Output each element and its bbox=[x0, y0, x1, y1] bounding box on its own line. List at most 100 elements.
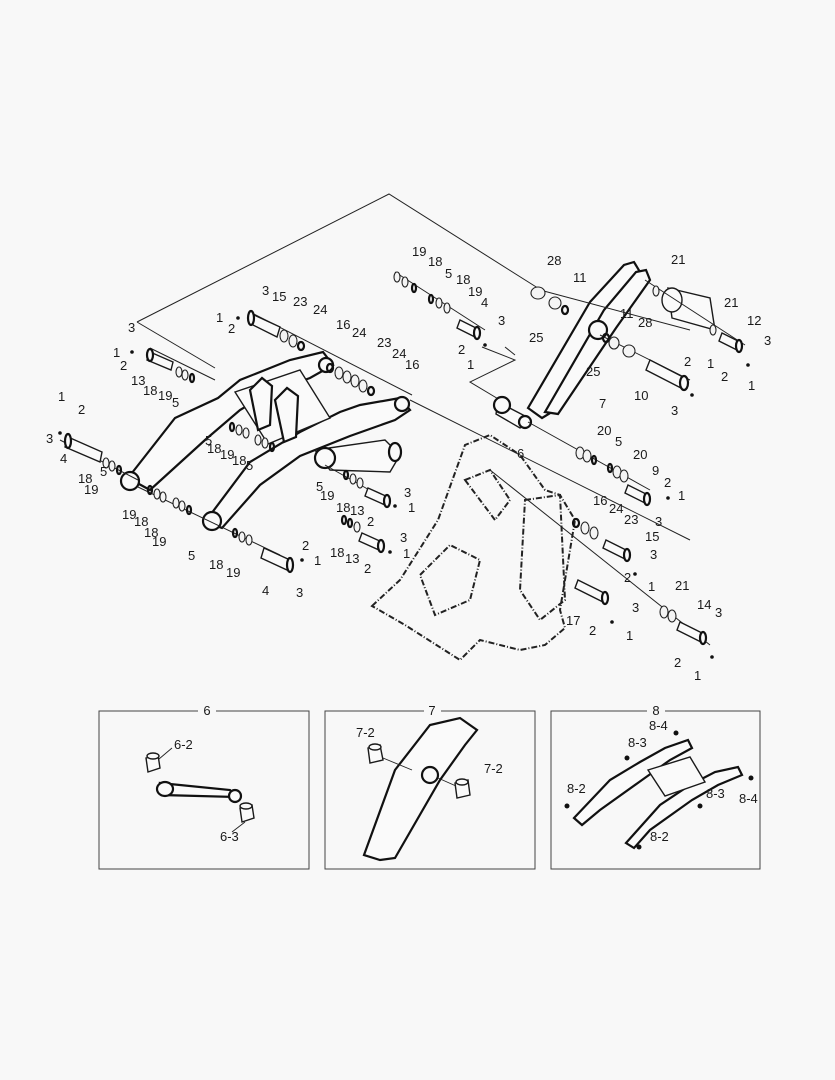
callout-label: 19 bbox=[84, 482, 98, 497]
callout-label: 18 bbox=[456, 272, 470, 287]
callout-label: 1 bbox=[694, 668, 701, 683]
callout-label: 3 bbox=[764, 333, 771, 348]
callout-label: 19 bbox=[412, 244, 426, 259]
detail-callout-label: 6-2 bbox=[174, 737, 193, 752]
callout-label: 2 bbox=[302, 538, 309, 553]
callout-label: 6 bbox=[517, 446, 524, 461]
callout-label: 21 bbox=[671, 252, 685, 267]
callout-label: 3 bbox=[46, 431, 53, 446]
callout-label: 3 bbox=[400, 530, 407, 545]
detail-callout-label: 8-4 bbox=[739, 791, 758, 806]
callout-label: 1 bbox=[467, 357, 474, 372]
callout-label: 15 bbox=[272, 289, 286, 304]
callout-label: 2 bbox=[589, 623, 596, 638]
callout-label: 25 bbox=[586, 364, 600, 379]
detail-callout-label: 8-2 bbox=[650, 829, 669, 844]
callout-label: 24 bbox=[313, 302, 327, 317]
callout-label: 19 bbox=[152, 534, 166, 549]
callout-label: 3 bbox=[262, 283, 269, 298]
callout-label: 19 bbox=[226, 565, 240, 580]
callout-label: 2 bbox=[664, 475, 671, 490]
callout-label: 11 bbox=[620, 306, 634, 321]
callout-label: 18 bbox=[78, 471, 92, 486]
callout-label: 3 bbox=[671, 403, 678, 418]
callout-label: 18 bbox=[143, 383, 157, 398]
callout-label: 13 bbox=[131, 373, 145, 388]
callout-label: 1 bbox=[626, 628, 633, 643]
callout-label: 4 bbox=[60, 451, 67, 466]
callout-label: 18 bbox=[330, 545, 344, 560]
callout-label: 23 bbox=[377, 335, 391, 350]
callout-label: 11 bbox=[573, 270, 587, 285]
callout-label: 18 bbox=[144, 525, 158, 540]
callout-label: 2 bbox=[721, 369, 728, 384]
callout-label: 18 bbox=[232, 453, 246, 468]
callout-label: 13 bbox=[345, 551, 359, 566]
detail-callout-label: 7-2 bbox=[484, 761, 503, 776]
bolts bbox=[58, 316, 750, 659]
detail-callout-label: 8-2 bbox=[567, 781, 586, 796]
pins bbox=[63, 309, 744, 646]
callout-label: 3 bbox=[715, 605, 722, 620]
callout-label: 5 bbox=[205, 433, 212, 448]
callout-label: 3 bbox=[296, 585, 303, 600]
callout-label: 21 bbox=[724, 295, 738, 310]
callout-label: 9 bbox=[652, 463, 659, 478]
callout-label: 3 bbox=[128, 320, 135, 335]
callout-label: 2 bbox=[78, 402, 85, 417]
callout-label: 18 bbox=[209, 557, 223, 572]
callout-label: 1 bbox=[648, 579, 655, 594]
callout-label: 18 bbox=[134, 514, 148, 529]
callout-label: 24 bbox=[609, 501, 623, 516]
callout-label: 19 bbox=[122, 507, 136, 522]
panel-6-title: 6 bbox=[203, 703, 210, 718]
washers-and-seals bbox=[102, 271, 717, 623]
assembly-reference-lines bbox=[136, 193, 542, 401]
callout-label: 20 bbox=[597, 423, 611, 438]
callout-label: 1 bbox=[707, 356, 714, 371]
detail-callout-label: 8-3 bbox=[628, 735, 647, 750]
callout-label: 5 bbox=[172, 395, 179, 410]
callout-label: 2 bbox=[228, 321, 235, 336]
callout-label: 3 bbox=[404, 485, 411, 500]
callout-label: 18 bbox=[207, 441, 221, 456]
callout-label: 24 bbox=[392, 346, 406, 361]
callout-label: 19 bbox=[320, 488, 334, 503]
callout-label: 19 bbox=[468, 284, 482, 299]
callout-label: 1 bbox=[403, 546, 410, 561]
callout-label: 3 bbox=[650, 547, 657, 562]
callout-label: 1 bbox=[408, 500, 415, 515]
callout-label: 4 bbox=[481, 295, 488, 310]
callout-label: 28 bbox=[547, 253, 561, 268]
callout-label: 3 bbox=[655, 514, 662, 529]
callout-label: 23 bbox=[624, 512, 638, 527]
link-rod bbox=[492, 395, 533, 430]
callout-label: 1 bbox=[113, 345, 120, 360]
callout-label: 1 bbox=[58, 389, 65, 404]
callout-label: 24 bbox=[352, 325, 366, 340]
callout-label: 25 bbox=[529, 330, 543, 345]
callout-label: 4 bbox=[262, 583, 269, 598]
callout-label: 5 bbox=[100, 464, 107, 479]
callout-label: 12 bbox=[747, 313, 761, 328]
detail-panel-7: 7 7-27-2 bbox=[324, 703, 536, 870]
detail-callout-label: 8-3 bbox=[706, 786, 725, 801]
callout-label: 19 bbox=[158, 388, 172, 403]
callout-label: 5 bbox=[445, 266, 452, 281]
callout-label: 5 bbox=[316, 479, 323, 494]
callout-label: 3 bbox=[498, 313, 505, 328]
callout-label: 18 bbox=[428, 254, 442, 269]
callout-label: 21 bbox=[675, 578, 689, 593]
callout-label: 1 bbox=[314, 553, 321, 568]
callout-label: 16 bbox=[593, 493, 607, 508]
callout-label: 2 bbox=[364, 561, 371, 576]
callout-label: 15 bbox=[645, 529, 659, 544]
callout-label: 5 bbox=[246, 458, 253, 473]
callout-label: 5 bbox=[188, 548, 195, 563]
bell-crank bbox=[526, 260, 652, 420]
callout-label: 1 bbox=[678, 488, 685, 503]
callout-label: 2 bbox=[367, 514, 374, 529]
callout-label: 1 bbox=[216, 310, 223, 325]
